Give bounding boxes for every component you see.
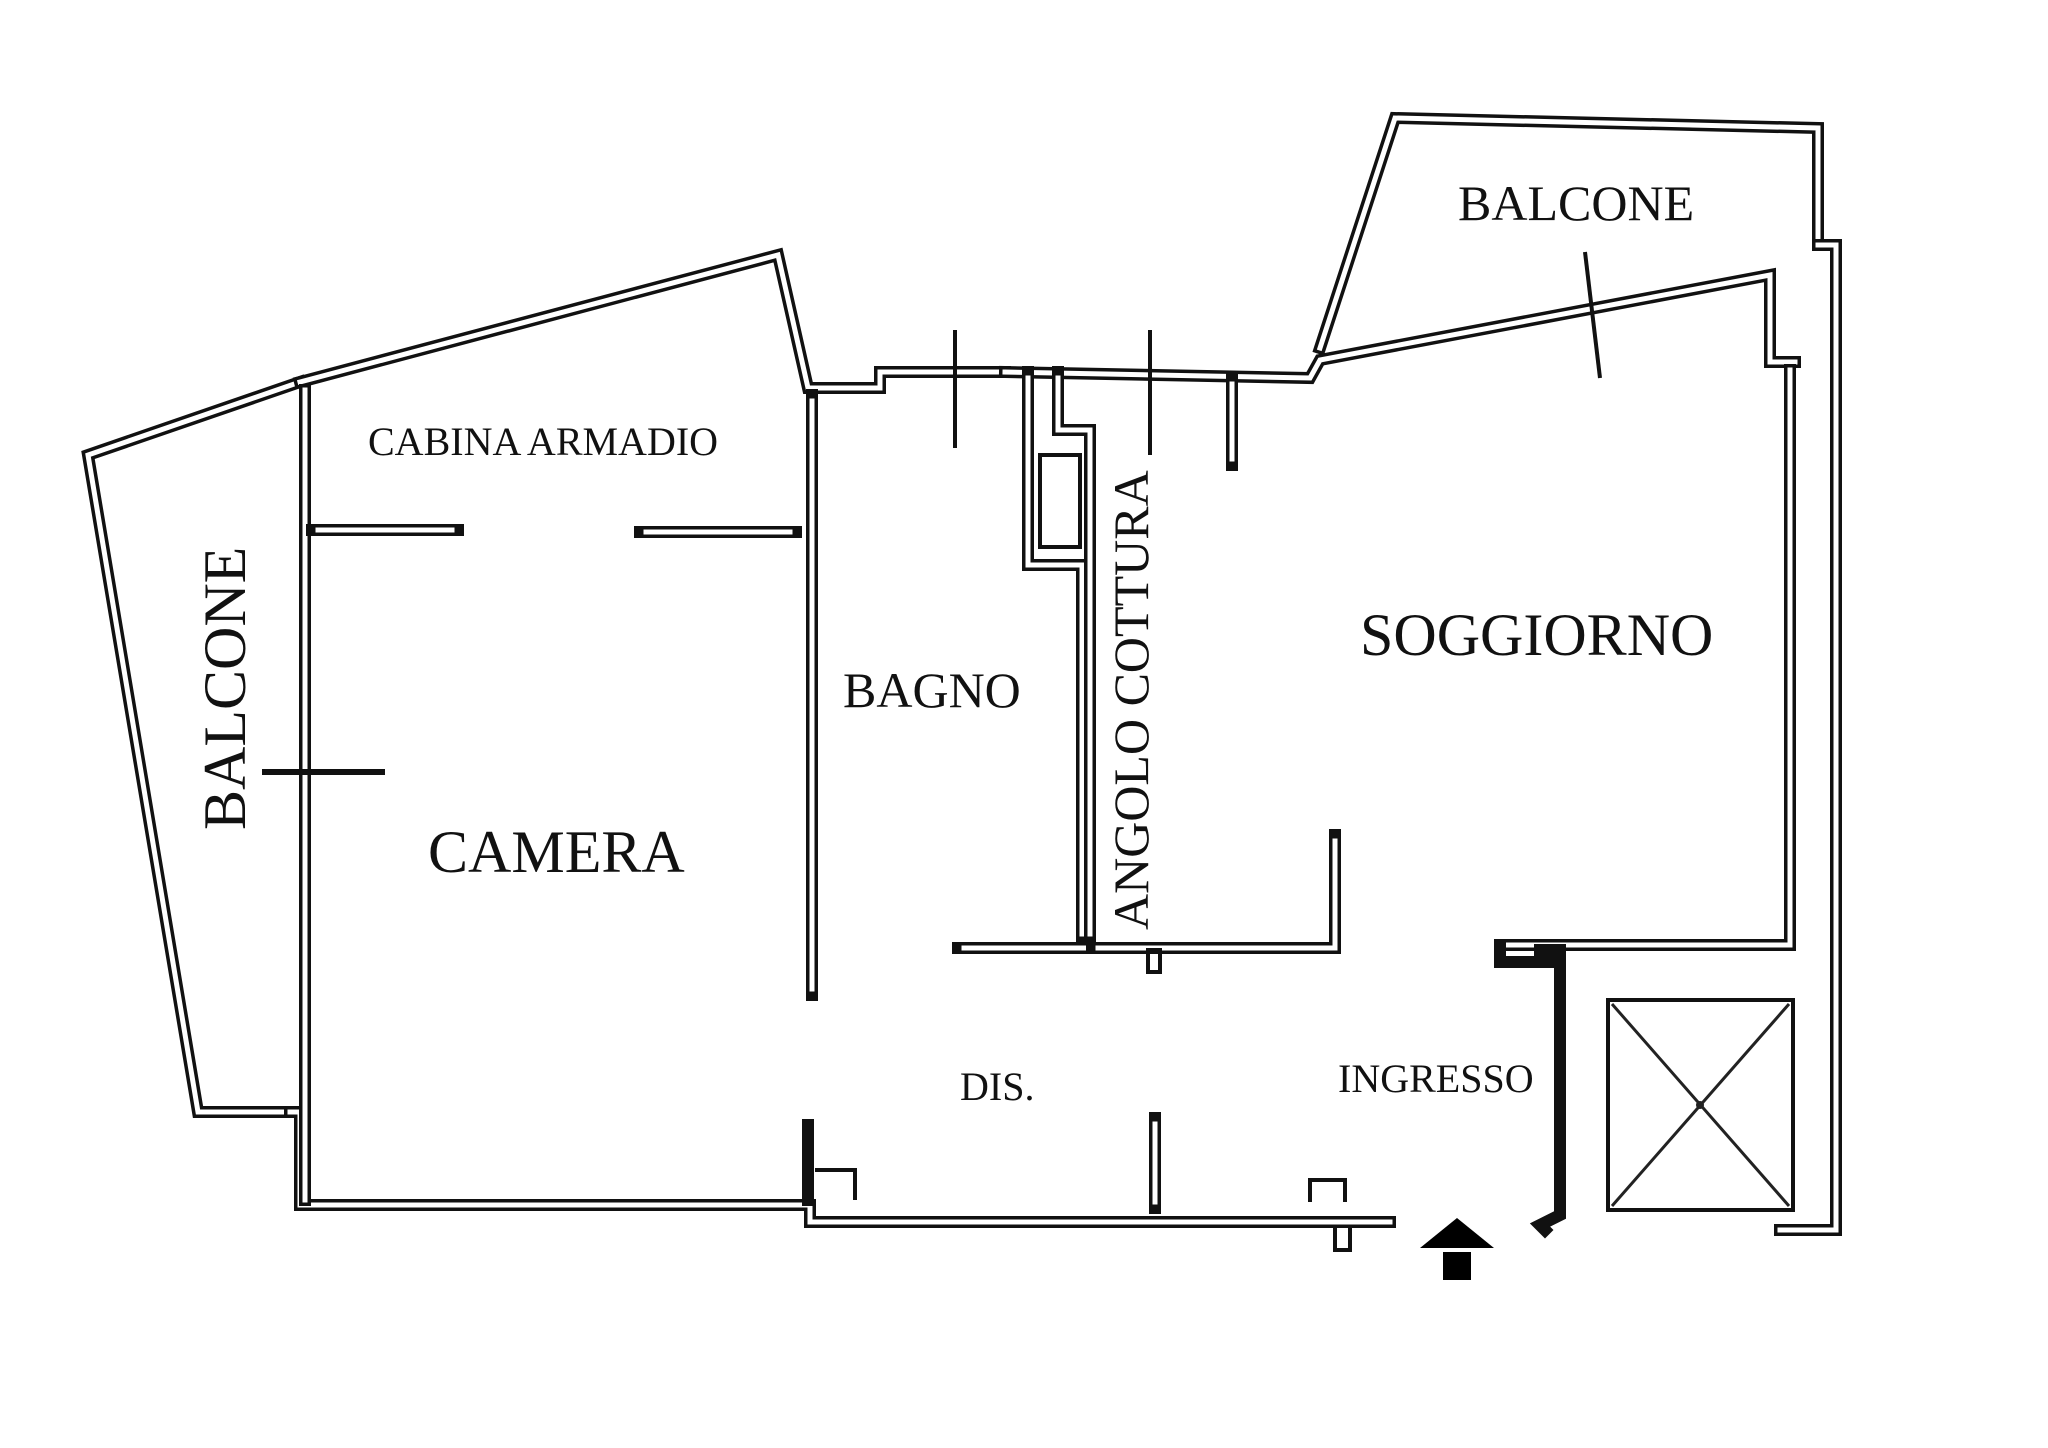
interior-walls: [262, 251, 1602, 1252]
room-label-camera: CAMERA: [428, 819, 685, 885]
room-label-angolo-cottura: ANGOLO COTTURA: [1103, 470, 1159, 930]
room-label-dis: DIS.: [960, 1064, 1034, 1109]
room-label-bagno: BAGNO: [843, 662, 1021, 718]
room-label-balcone-left: BALCONE: [192, 547, 258, 830]
entrance-arrow-icon: [1420, 1218, 1494, 1280]
room-label-soggiorno: SOGGIORNO: [1360, 602, 1713, 668]
room-label-balcone-top: BALCONE: [1458, 175, 1694, 231]
elevator-shaft-wall: [1529, 944, 1566, 1239]
elevator-shaft-outline: [1606, 998, 1795, 1212]
room-label-ingresso: INGRESSO: [1338, 1056, 1534, 1101]
outer-walls: [81, 111, 1842, 1239]
bedroom-top-wall: [292, 247, 1011, 394]
elevator-shaft-icon: [1610, 1003, 1791, 1207]
room-label-cabina-armadio: CABINA ARMADIO: [368, 419, 718, 464]
